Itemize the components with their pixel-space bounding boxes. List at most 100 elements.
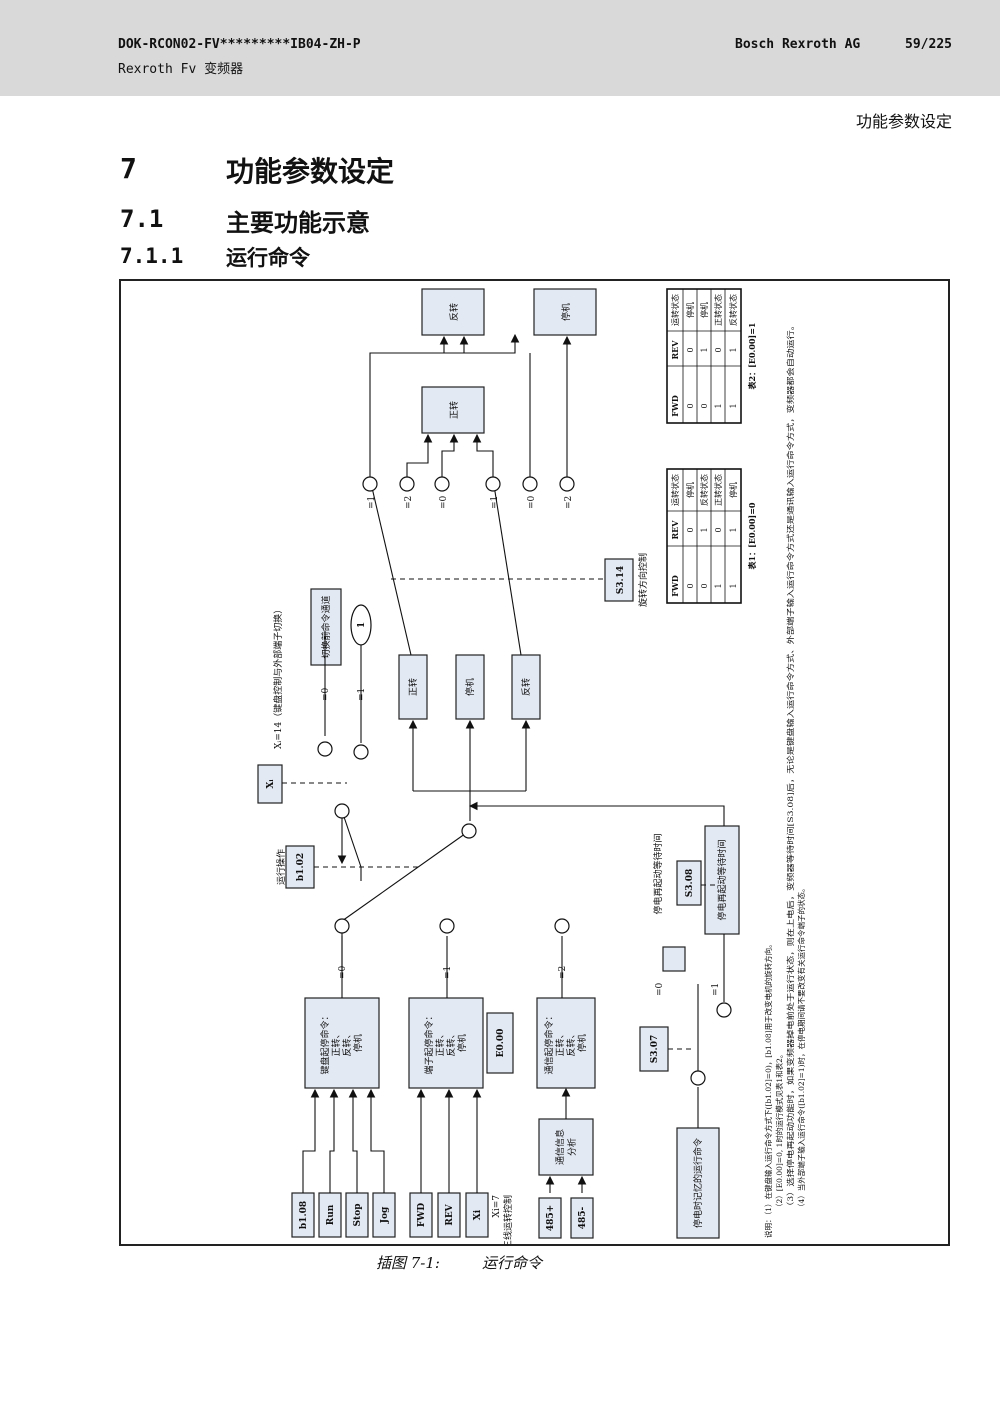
- switch-channel-label: 切换前命令通道: [320, 595, 332, 658]
- branch-eq0-label: =0: [338, 965, 348, 979]
- restart-wait-label: 停电再起动等待时间: [652, 833, 664, 914]
- t2-r3-fwd: 1: [714, 403, 723, 408]
- input-run-label: Run: [326, 1204, 336, 1225]
- terminal-command-box: [408, 997, 484, 1089]
- comm-box-line-2: 正转、: [554, 1029, 566, 1056]
- t2-header-fwd: FWD: [670, 395, 680, 417]
- t2-r1-fwd: 0: [686, 403, 695, 408]
- keyboard-box-line-1: 键盘起停命令：: [319, 1011, 331, 1074]
- t1-r2-rev: 1: [700, 527, 709, 532]
- t2-r1-rev: 0: [686, 347, 695, 352]
- input-rev-label: REV: [445, 1203, 455, 1225]
- selector-eq1-label: =1: [711, 983, 721, 996]
- input-485m-label: 485-: [578, 1206, 588, 1229]
- mid-stop-box: [455, 654, 485, 720]
- terminal-box-line-2: 正转、: [434, 1029, 446, 1056]
- heading-1-number: 7: [120, 152, 137, 185]
- comm-box-line-3: 反转、: [565, 1029, 577, 1056]
- heading-2-title: 主要功能示意: [226, 209, 370, 237]
- t2-caption: 表2：[E0.00]=1: [747, 323, 757, 391]
- t2-header-rev: REV: [670, 340, 680, 360]
- t2-r2-state: 停机: [699, 302, 709, 318]
- input-485p-box: [538, 1197, 562, 1239]
- output-stop-label: 停机: [560, 303, 572, 321]
- t1-header-rev: REV: [670, 520, 680, 540]
- mid-forward-label: 正转: [407, 678, 419, 696]
- t1-r2-state: 反转状态: [699, 474, 709, 506]
- note-1: 说明：（1）在键盘输入运行命令方式下([b1.02]=0)，[b1.08]用于改…: [763, 940, 773, 1238]
- table-2: FWD REV 运转状态 0 0 停机 0 1 停机 1 0 正转状态 1 1 …: [666, 288, 757, 424]
- t2-r1-state: 停机: [685, 302, 695, 318]
- output-forward-label: 正转: [448, 401, 460, 419]
- page-number: 59/225: [905, 37, 952, 52]
- s307-box: [639, 1026, 669, 1072]
- t2-r2-rev: 1: [700, 347, 709, 352]
- b102-box: [285, 845, 315, 889]
- heading-3-title: 运行命令: [226, 246, 310, 270]
- selector-eq0-label: =0: [655, 982, 665, 996]
- product-name: Rexroth Fv 变频器: [118, 62, 244, 77]
- page-header: DOK-RCON02-FV*********IB04-ZH-P Rexroth …: [0, 0, 1000, 96]
- input-fwd-label: FWD: [417, 1203, 427, 1227]
- switch-channel-box: [310, 588, 342, 666]
- mid-stop-label: 停机: [464, 678, 476, 696]
- table-1: FWD REV 运转状态 0 0 停机 0 1 反转状态 1 0 正转状态 1 …: [666, 468, 757, 604]
- memory-command-label: 停电时记忆的运行命令: [692, 1138, 704, 1228]
- t1-r4-fwd: 1: [729, 583, 738, 588]
- switch-label-3: =0: [439, 495, 449, 509]
- t1-r3-rev: 0: [714, 527, 723, 532]
- t2-r4-fwd: 1: [729, 403, 738, 408]
- keyboard-box-line-4: 停机: [352, 1034, 364, 1052]
- t2-r2-fwd: 0: [700, 403, 709, 408]
- output-stop-box: [533, 288, 597, 336]
- t2-header-state: 运转状态: [670, 294, 680, 326]
- s314-box: [604, 558, 634, 602]
- xi-box-label: Xᵢ: [266, 779, 276, 789]
- xi14-label: Xᵢ=14（键盘控制与外部端子切换）: [272, 605, 284, 749]
- terminal-box-line-3: 反转、: [445, 1029, 457, 1056]
- input-stop-label: Stop: [353, 1204, 363, 1227]
- keyboard-box-line-3: 反转、: [341, 1029, 353, 1056]
- heading-1-title: 功能参数设定: [226, 155, 395, 188]
- note-2: （2）[E0.00]=0, 1时的运行模式见表1和表2。: [774, 1051, 784, 1211]
- branch-eq2-label: =2: [558, 966, 568, 979]
- t2-r3-state: 正转状态: [713, 294, 723, 326]
- eq1-label: =1: [357, 688, 367, 701]
- branch-eq1-label: =1: [443, 966, 453, 979]
- t2-r3-rev: 0: [714, 347, 723, 352]
- s308-label: S3.08: [685, 869, 695, 897]
- output-forward-box: [421, 386, 485, 434]
- s314-label: S3.14: [616, 566, 626, 594]
- t1-r1-rev: 0: [686, 527, 695, 532]
- t1-r3-state: 正转状态: [713, 474, 723, 506]
- t1-r4-state: 停机: [728, 482, 738, 498]
- heading-2-number: 7.1: [120, 205, 164, 233]
- comm-analysis-box: [538, 1118, 594, 1176]
- comm-box-line-4: 停机: [576, 1034, 588, 1052]
- input-485m-box: [570, 1197, 594, 1239]
- e000-box: [486, 1012, 514, 1074]
- note-4: （4）当外部端子输入运行命令([b1.02]=1)时，在停电期间请不要改变有关运…: [796, 884, 806, 1211]
- input-b108-label: b1.08: [299, 1201, 309, 1229]
- t1-r1-state: 停机: [685, 482, 695, 498]
- restart-wait-box: [704, 825, 740, 935]
- xi7-label: Xi=7: [492, 1195, 502, 1218]
- input-485p-label: 485+: [546, 1205, 556, 1231]
- terminal-box-line-1: 端子起停命令：: [423, 1011, 435, 1074]
- s307-label: S3.07: [650, 1035, 660, 1063]
- document-id: DOK-RCON02-FV*********IB04-ZH-P: [118, 37, 361, 52]
- t1-r1-fwd: 0: [686, 583, 695, 588]
- run-op-label: 运行操作: [275, 849, 287, 885]
- t2-r4-state: 反转状态: [728, 294, 738, 326]
- e000-label: E0.00: [496, 1029, 506, 1058]
- t1-r2-fwd: 0: [700, 583, 709, 588]
- keyboard-command-box: [304, 997, 380, 1089]
- t1-header-fwd: FWD: [670, 575, 680, 597]
- company-name: Bosch Rexroth AG: [735, 37, 861, 52]
- mid-forward-box: [398, 654, 428, 720]
- mid-reverse-label: 反转: [520, 678, 532, 696]
- t1-caption: 表1：[E0.00]=0: [747, 502, 757, 570]
- heading-3-number: 7.1.1: [120, 244, 184, 268]
- note-3: （3）选择停电再起动功能时，如果变频器掉电前处于运行状态，则在上电后，变频器等待…: [785, 321, 795, 1211]
- output-reverse-box: [421, 288, 485, 336]
